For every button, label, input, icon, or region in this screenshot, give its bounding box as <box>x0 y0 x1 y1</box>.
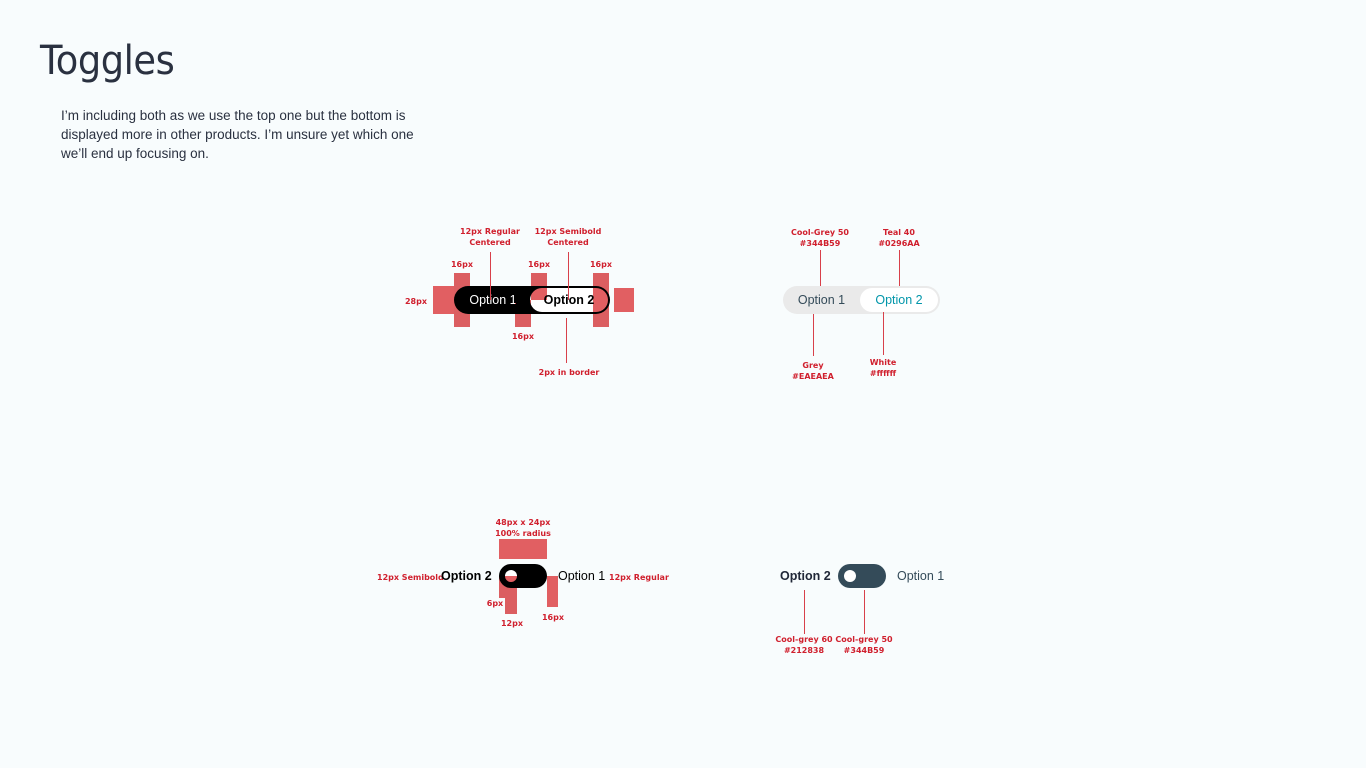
leader-line <box>820 250 821 294</box>
annotation-pad-left: 16px <box>450 260 474 269</box>
annotation-text: 12px Regular <box>460 227 520 236</box>
annotation-knob-inset: 6px <box>486 599 504 608</box>
annotation-text: 100% radius <box>495 529 551 538</box>
annotation-knob-size: 12px <box>500 619 524 628</box>
spacing-marker-gap <box>547 576 558 607</box>
annotation-text: #EAEAEA <box>792 372 834 381</box>
annotation-text: #ffffff <box>869 369 897 378</box>
spacing-marker-knob-inset <box>499 576 505 598</box>
page-title: Toggles <box>40 38 175 84</box>
annotation-text: Cool-Grey 50 <box>791 228 849 237</box>
leader-line <box>813 314 814 356</box>
annotation-text: Grey <box>802 361 824 370</box>
spacing-marker-size <box>499 539 547 559</box>
annotation-text: Cool-grey 50 <box>835 635 893 644</box>
leader-line <box>883 312 884 355</box>
switch-label-left[interactable]: Option 2 <box>441 569 492 583</box>
annotation-height: 28px <box>404 297 428 306</box>
annotation-text2-color: Teal 40 #0296AA <box>868 227 930 249</box>
annotation-pad-mid-bottom: 16px <box>511 332 535 341</box>
annotation-border: 2px in border <box>538 368 600 377</box>
leader-line <box>899 250 900 294</box>
annotation-bg-color: Grey #EAEAEA <box>783 360 843 382</box>
page-description: I’m including both as we use the top one… <box>61 108 414 161</box>
annotation-text: 48px x 24px <box>495 518 551 527</box>
annotation-text: Centered <box>469 238 511 247</box>
spacing-marker-outer <box>614 288 634 312</box>
annotation-label-color: Cool-grey 60 #212838 <box>774 634 834 656</box>
toggle-switch-cool-grey[interactable] <box>838 564 886 588</box>
spacing-marker-pad-mid-top <box>531 273 547 300</box>
spacing-marker-knob-size <box>505 576 517 614</box>
annotation-left-font: 12px Semibold <box>377 573 444 582</box>
leader-line <box>804 590 805 634</box>
spacing-marker-pad-right <box>593 273 609 327</box>
annotation-pad-right: 16px <box>589 260 613 269</box>
annotation-semibold: 12px Semibold Centered <box>533 226 603 248</box>
annotation-text: White <box>869 358 897 367</box>
annotation-text: #212838 <box>783 646 825 655</box>
leader-line <box>568 252 569 300</box>
switch-knob <box>844 570 856 582</box>
spacing-marker-pad-mid-bottom <box>515 300 531 327</box>
leader-line <box>864 590 865 634</box>
annotation-gap: 16px <box>541 613 565 622</box>
spacing-marker-pad-left <box>454 273 470 327</box>
segment-option-2-selected[interactable]: Option 2 <box>860 288 938 312</box>
segmented-toggle-light[interactable]: Option 1 Option 2 <box>783 286 940 314</box>
leader-line <box>490 252 491 300</box>
switch-label-left[interactable]: Option 2 <box>780 569 831 583</box>
annotation-track-color: Cool-grey 50 #344B59 <box>834 634 894 656</box>
annotation-text: #344B59 <box>843 646 885 655</box>
leader-line <box>566 318 567 363</box>
annotation-text: #0296AA <box>878 239 920 248</box>
annotation-text: Cool-grey 60 <box>775 635 833 644</box>
annotation-text: #344B59 <box>799 239 841 248</box>
spacing-marker-height <box>433 286 454 314</box>
annotation-text: Centered <box>547 238 589 247</box>
segment-option-1[interactable]: Option 1 <box>797 293 846 307</box>
switch-label-right[interactable]: Option 1 <box>897 569 945 583</box>
annotation-text: Teal 40 <box>883 228 915 237</box>
annotation-right-font: 12px Regular <box>609 573 669 582</box>
annotation-selected-bg-color: White #ffffff <box>853 357 913 379</box>
annotation-text: 12px Semibold <box>534 227 602 236</box>
annotation-pad-mid-top: 16px <box>527 260 551 269</box>
annotation-size: 48px x 24px 100% radius <box>488 517 558 539</box>
annotation-text1-color: Cool-Grey 50 #344B59 <box>785 227 855 249</box>
switch-label-right[interactable]: Option 1 <box>558 569 606 583</box>
annotation-regular: 12px Regular Centered <box>458 226 522 248</box>
segment-option-1[interactable]: Option 1 <box>469 293 517 307</box>
